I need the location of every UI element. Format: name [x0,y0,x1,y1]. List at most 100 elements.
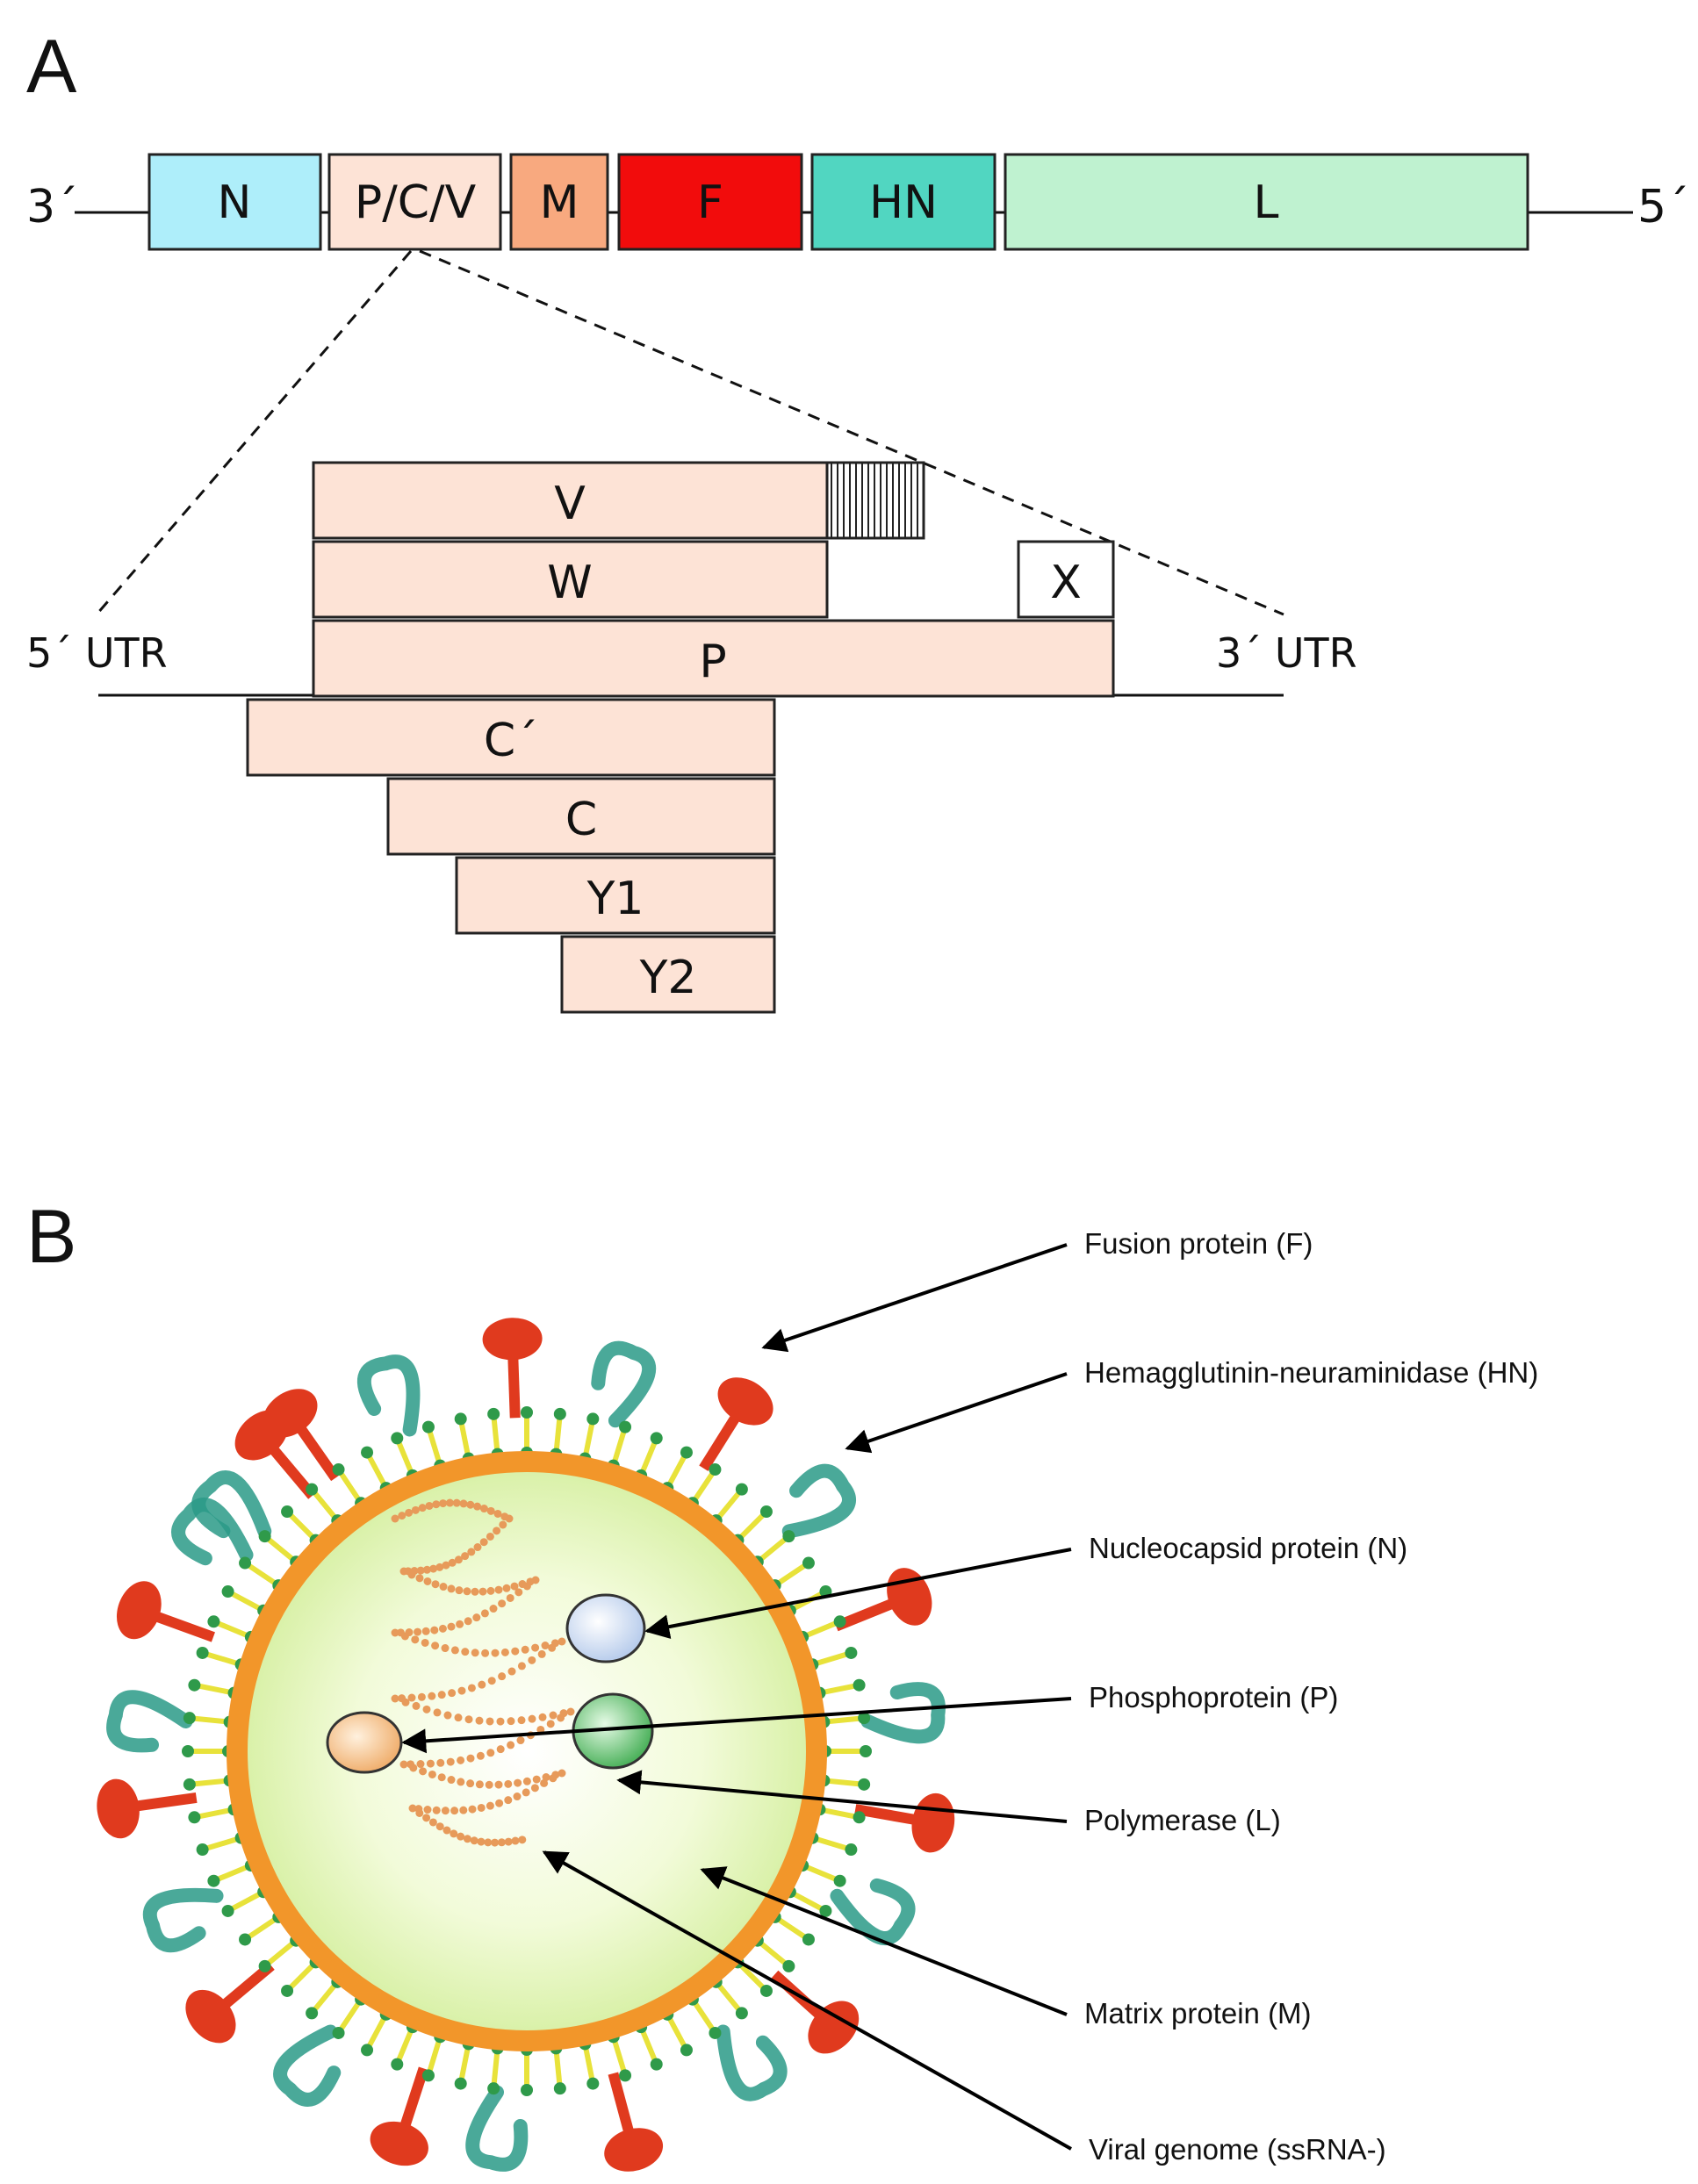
lipid-head-outer [853,1811,866,1824]
lipid-head-outer [258,1959,271,1972]
lipid-tail [491,2052,500,2084]
lipid-tail [553,2052,563,2084]
lipid-head-outer [306,1483,319,1496]
hn-spike [465,2085,529,2172]
lipid-tail [805,1620,837,1638]
protein-c-prime-box [246,698,776,777]
genome-bead [486,1717,494,1726]
lipid-head-outer [454,2077,467,2090]
protein-v-hatched-tail [825,461,925,540]
genome-bead [491,1649,500,1657]
matrix-protein-layer [227,1451,827,2051]
lipid-tail [458,2047,471,2080]
lipid-tail [716,1491,741,1519]
lipid-head-outer [361,1446,374,1459]
genome-bead [428,1692,436,1700]
nucleocapsid-protein-ball [565,1593,646,1663]
genome-bead [479,1538,488,1547]
lipid-head-outer [759,1984,773,1997]
genome-bead [435,1822,444,1831]
lipid-head-outer [833,1874,846,1887]
protein-y2: Y2 [560,935,776,1014]
f-spike-head [911,1792,955,1853]
lipid-head-outer [207,1874,220,1887]
lipid-tail [759,1941,787,1965]
lipid-head-outer [332,2026,345,2039]
lipid-head-outer [188,1678,201,1692]
genome-bead [443,1711,452,1720]
genome-bead [475,1716,484,1725]
f-spike-head [808,2001,860,2054]
genome-bead [549,1774,558,1783]
genome-bead [471,1587,479,1596]
genome-bead [417,1692,426,1701]
lipid-tail [666,1455,687,1486]
genome-bead [433,1708,442,1717]
f-spike-stalk [834,1596,900,1632]
lipid-head-outer [735,1483,748,1496]
genome-bead [517,1662,526,1670]
genome-bead [448,1558,457,1567]
lipid-head-outer [487,2082,500,2095]
gene-m: M [509,153,609,251]
genome-bead [557,1713,565,1722]
genome-bead [466,1754,475,1763]
lipid-tail [816,1651,847,1666]
protein-x-box [1017,540,1115,619]
genome-bead [461,1552,470,1561]
genome-bead [415,1574,424,1583]
hn-spike [830,1878,916,1945]
genome-bead [441,1807,450,1815]
genome-bead [532,1775,541,1784]
gene-m-label: M [540,176,579,229]
genome-bead [422,1705,431,1713]
callout-hn: Hemagglutinin-neuraminidase (HN) [1084,1356,1538,1389]
lipid-tail [427,2040,442,2072]
genome-bead [391,1694,399,1703]
lipid-tail [693,1472,715,1501]
lipid-head-outer [196,1646,209,1659]
genome-bead [473,1543,482,1552]
genome-bead [499,1520,507,1529]
arrow-hn [845,1372,1068,1454]
lipid-tail [816,1836,847,1851]
genome-bead [445,1498,454,1507]
lipid-head-outer [487,1407,500,1420]
lipid-head-outer [421,1420,435,1433]
lipid-tail [248,1917,277,1939]
phosphoprotein-ball [326,1711,403,1774]
genome-bead [446,1757,455,1766]
lipid-head-outer [586,1412,600,1426]
arrow-nucleocapsid [644,1548,1072,1639]
genome-bead [528,1714,536,1723]
genome-bead [476,1751,485,1760]
f-spike-stalk [699,1409,744,1471]
protein-p-box [312,619,1115,698]
lipid-tail [693,2001,715,2030]
lipid-tail [828,1715,860,1725]
gene-pcv: P/C/V [327,153,502,251]
gene-n-box [147,153,322,251]
lipid-head-outer [521,1406,533,1419]
genome-bead [411,1635,420,1644]
genome-bead [466,1779,475,1788]
lipid-head-outer [207,1615,220,1628]
callout-viral-genome: Viral genome (ssRNA-) [1089,2133,1386,2166]
genome-bead [463,1835,471,1843]
genome-bead [504,1796,513,1805]
lipid-head-outer [361,2044,374,2057]
genome-bead [478,1587,487,1596]
callout-fusion-protein: Fusion protein (F) [1084,1227,1313,1260]
callout-polymerase: Polymerase (L) [1084,1804,1281,1836]
genome-bead [471,1649,479,1657]
lipid-tail [206,1836,238,1851]
genome-bead [507,1717,515,1726]
genome-bead [496,1717,505,1726]
genome-bead [463,1587,471,1596]
lipid-head-outer [221,1585,234,1598]
genome-bead [432,1806,441,1814]
genome-bead [517,1716,526,1725]
lipid-tail [194,1778,226,1787]
lipid-tail [217,1864,248,1882]
genome-bead [498,1599,507,1608]
